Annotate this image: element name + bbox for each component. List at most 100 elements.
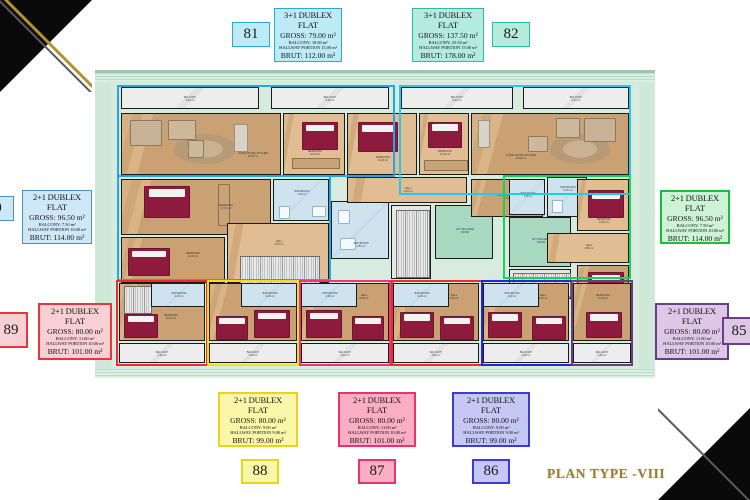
unit-81-hallway: HALLWAY PORTION 15.00 m² — [279, 45, 337, 51]
sofa-right — [584, 118, 616, 142]
unit-badge-82[interactable]: 82 — [492, 22, 530, 47]
toilet-3 — [338, 210, 350, 224]
unit-85-type-line2: FLAT — [681, 315, 703, 326]
unit-86-type-line2: FLAT — [480, 404, 502, 415]
unit-88-brut: BRUT: 99.00 m² — [232, 435, 284, 445]
unit-89-gross: GROSS: 80.00 m² — [47, 327, 103, 336]
unit-card-82[interactable]: 3+1 DUBLEX FLAT GROSS: 137.50 m² BALCONY… — [412, 8, 484, 62]
unit-81-balcony: BALCONY: 18.00 m² — [288, 40, 328, 45]
unit-90-balcony: BALCONY: 7.50 m² — [38, 222, 76, 227]
unit-card-87[interactable]: 2+1 DUBLEX FLAT GROSS: 80.00 m² BALCONY:… — [338, 392, 416, 447]
unit-badge-90-text: 0 — [0, 200, 2, 217]
unit-88-balcony: BALCONY: 9.00 m² — [239, 425, 277, 430]
central-staircase — [391, 205, 431, 279]
unit-badge-81[interactable]: 81 — [232, 22, 270, 47]
unit-83-balcony: BALCONY: 7.50 m² — [676, 223, 714, 228]
unit-badge-86-text: 86 — [483, 463, 499, 479]
unit-badge-87-text: 87 — [369, 463, 385, 479]
lower-bed-e — [488, 312, 522, 338]
unit-87-balcony: BALCONY: 11.00 m² — [357, 425, 397, 430]
unit-badge-86[interactable]: 86 — [472, 459, 510, 484]
unit-82-brut: BRUT: 178.00 m² — [420, 50, 476, 60]
bed-6 — [588, 190, 624, 218]
unit-badge-81-text: 81 — [243, 26, 259, 42]
unit-89-type-line1: 2+1 DUBLEX — [51, 306, 99, 316]
unit-83-gross: GROSS: 96.50 m² — [667, 214, 723, 223]
unit-card-89[interactable]: 2+1 DUBLEX FLAT GROSS: 80.00 m² BALCONY:… — [38, 303, 112, 360]
unit-85-brut: BRUT: 101.00 m² — [664, 346, 720, 356]
unit-88-type-line1: 2+1 DUBLEX — [234, 395, 282, 405]
plan-title: PLAN TYPE -VIII — [547, 466, 666, 481]
unit-badge-89[interactable]: 89 — [0, 312, 28, 348]
unit-86-gross: GROSS: 80.00 m² — [463, 416, 519, 425]
unit-81-type-line1: 3+1 DUBLEX — [284, 10, 332, 20]
unit-card-86[interactable]: 2+1 DUBLEX FLAT GROSS: 80.00 m² BALCONY:… — [452, 392, 530, 447]
unit-badge-88[interactable]: 88 — [241, 459, 279, 484]
corner-ribbon-bottom-right — [658, 408, 750, 500]
unit-badge-87[interactable]: 87 — [358, 459, 396, 484]
sofa-left — [130, 120, 162, 146]
unit-card-90[interactable]: 2+1 DUBLEX FLAT GROSS: 96.50 m² BALCONY:… — [22, 190, 92, 244]
unit-card-85[interactable]: 2+1 DUBLEX FLAT GROSS: 80.00 m² BALCONY:… — [655, 303, 729, 360]
unit-83-brut: BRUT: 114.00 m² — [667, 233, 723, 243]
bed-3 — [144, 186, 190, 218]
unit-87-type-line1: 2+1 DUBLEX — [353, 395, 401, 405]
unit-85-hallway: HALLWAY PORTION 10.00 m² — [663, 341, 721, 347]
lower-bed-c — [306, 310, 342, 338]
lower-bed-e2 — [532, 316, 566, 340]
unit-badge-85-text: 85 — [731, 322, 747, 339]
unit-81-gross: GROSS: 79.00 m² — [280, 31, 336, 40]
unit-83-type-line1: 2+1 DUBLEX — [671, 193, 719, 203]
kitchen-counter-right — [478, 120, 490, 148]
sink-1 — [312, 206, 326, 217]
unit-badge-85[interactable]: 85 — [722, 317, 750, 345]
unit-86-type-line1: 2+1 DUBLEX — [467, 395, 515, 405]
unit-badge-90[interactable]: 0 — [0, 196, 14, 221]
lower-bed-b2 — [254, 310, 290, 338]
unit-card-83[interactable]: 2+1 DUBLEX FLAT GROSS: 96.50 m² BALCONY:… — [660, 190, 730, 244]
unit-89-type-line2: FLAT — [64, 315, 86, 326]
wardrobe-3 — [218, 184, 230, 226]
unit-card-81[interactable]: 3+1 DUBLEX FLAT GROSS: 79.00 m² BALCONY:… — [274, 8, 342, 62]
unit-card-88[interactable]: 2+1 DUBLEX FLAT GROSS: 80.00 m² BALCONY:… — [218, 392, 298, 447]
central-stair-steps — [396, 210, 430, 278]
unit-86-brut: BRUT: 99.00 m² — [465, 435, 517, 445]
unit-82-type-line2: FLAT — [437, 19, 459, 30]
unit-82-hallway: HALLWAY PORTION 15.00 m² — [419, 45, 477, 51]
unit-88-type-line2: FLAT — [247, 404, 269, 415]
unit-90-type-line1: 2+1 DUBLEX — [33, 192, 81, 202]
lower-bed-a — [124, 314, 158, 338]
unit-85-balcony: BALCONY: 11.00 m² — [672, 336, 712, 341]
